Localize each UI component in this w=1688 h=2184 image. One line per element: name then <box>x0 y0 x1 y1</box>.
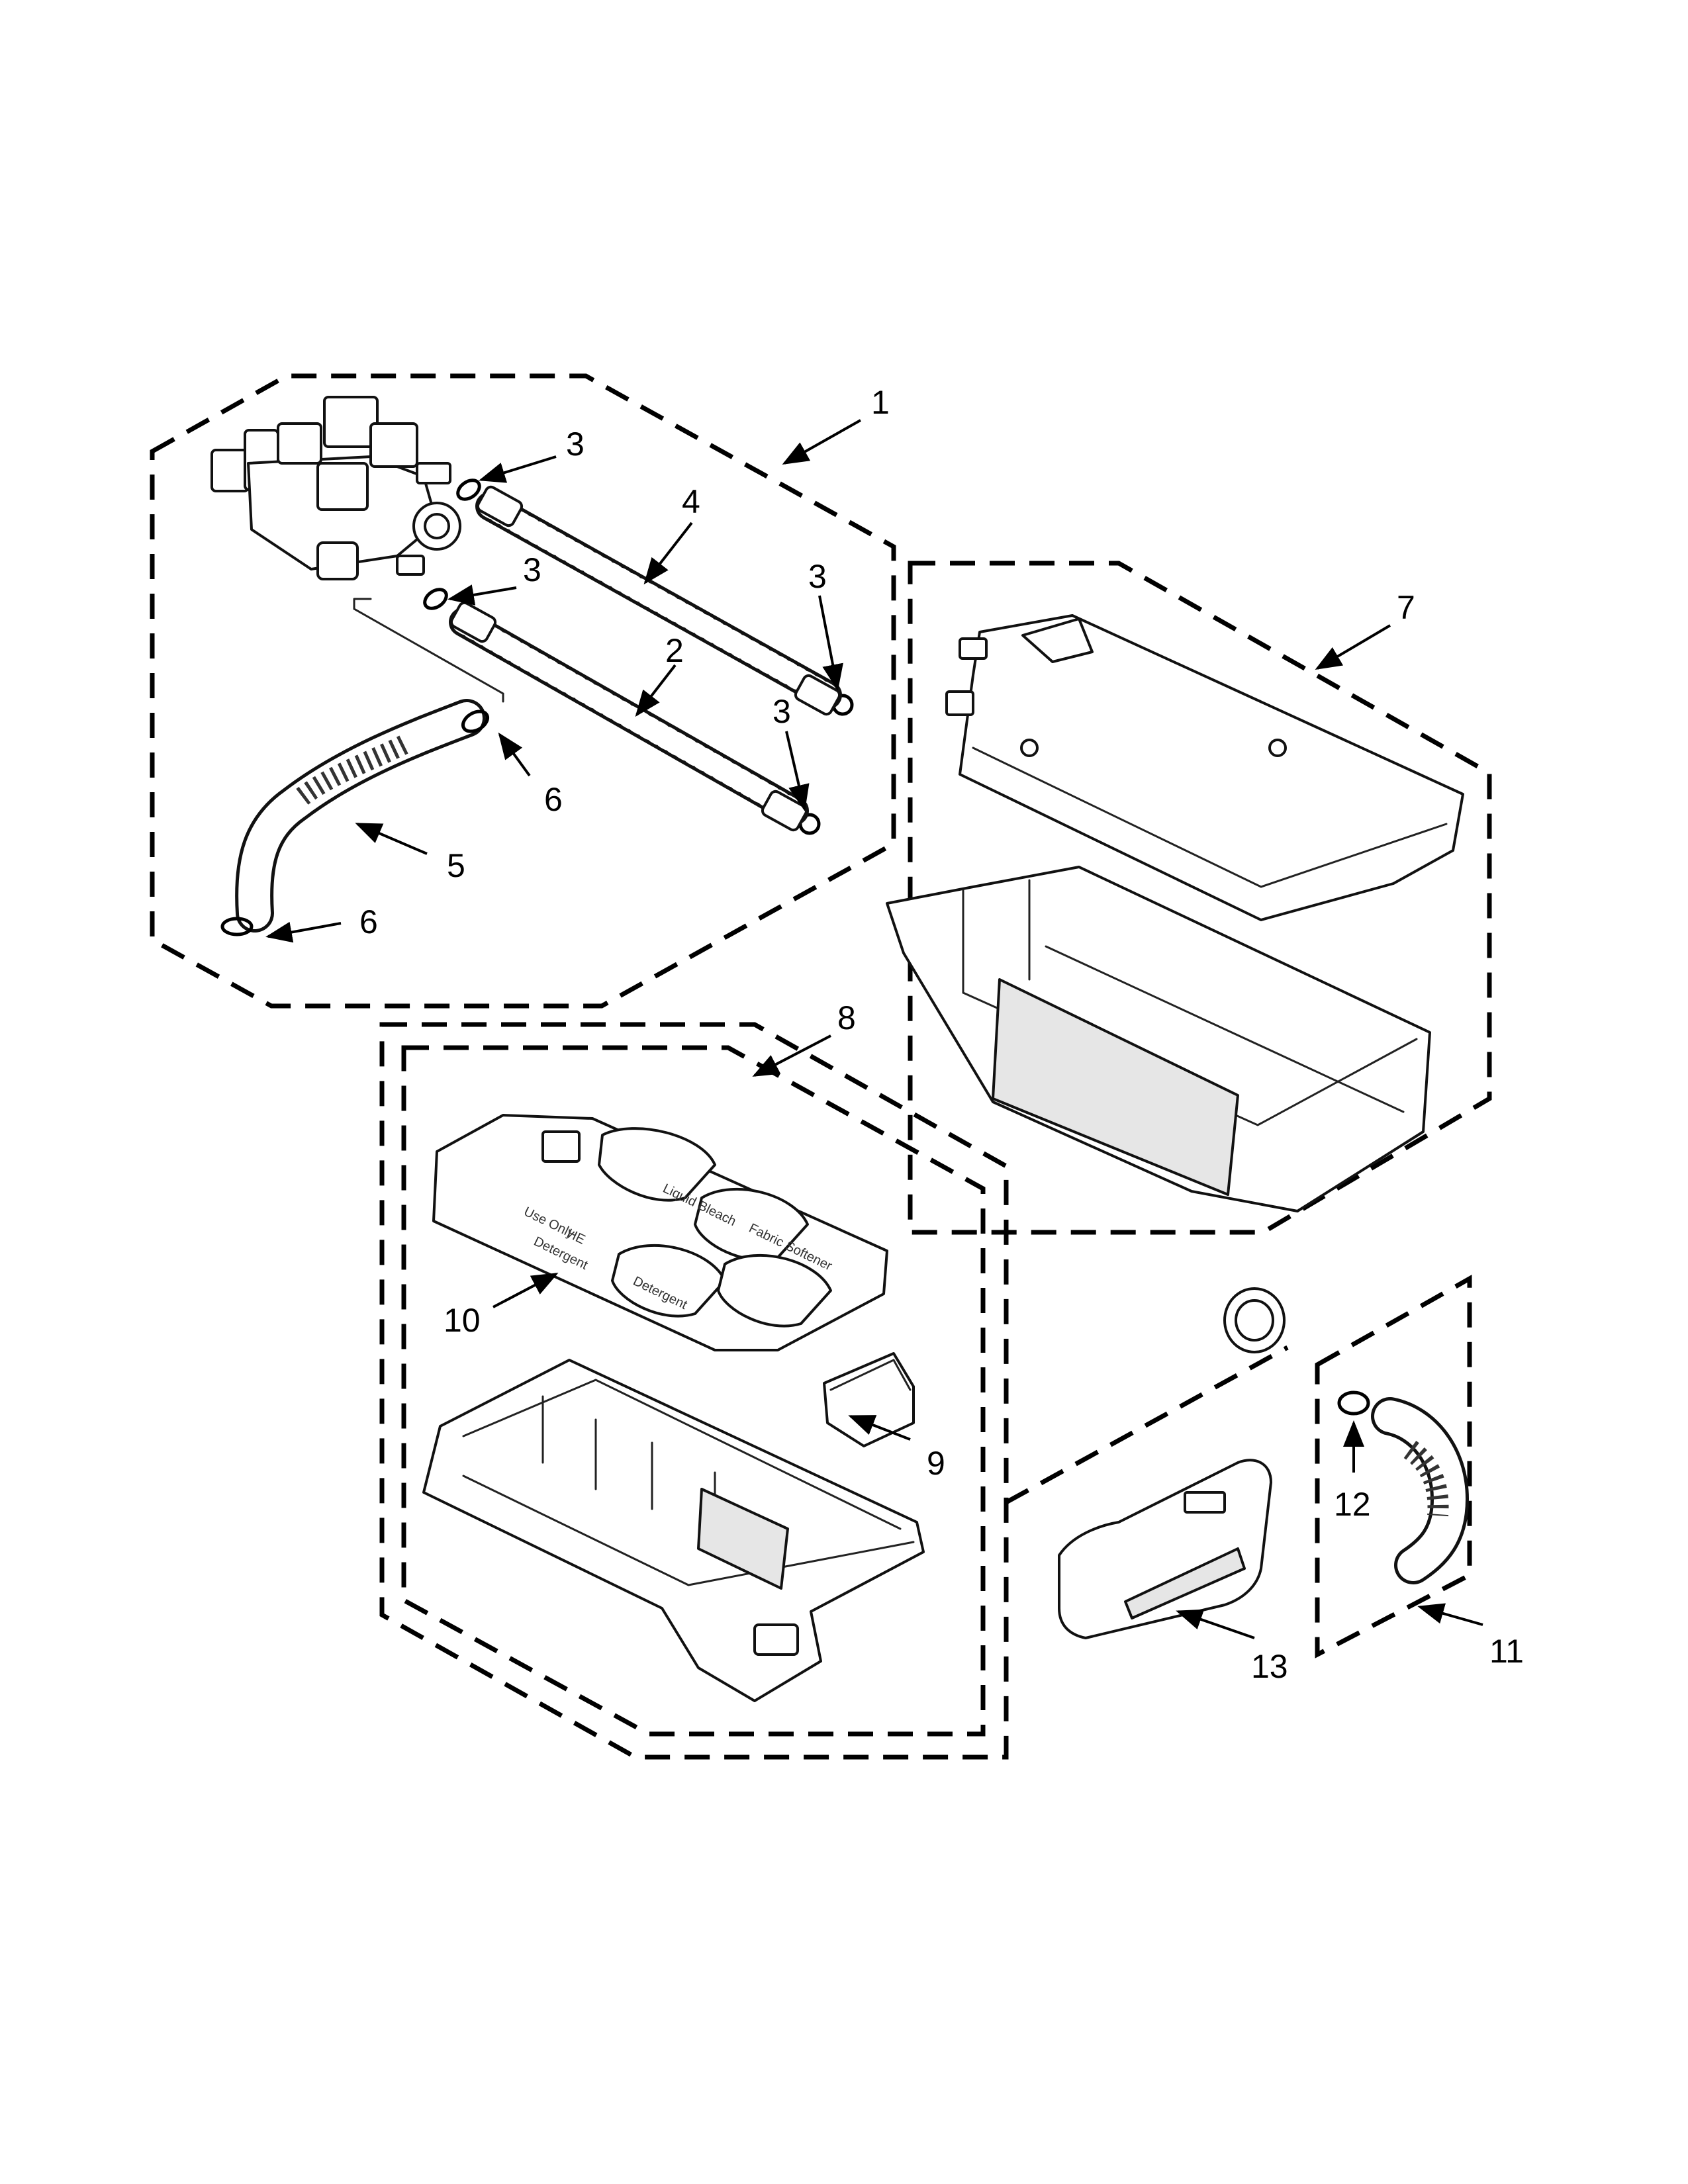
hose-part-4 <box>475 485 842 716</box>
hose-clamp-part-12 <box>1337 1390 1370 1416</box>
callout-3-upper-right: 3 <box>808 558 827 595</box>
assembly-outline-8-outer <box>379 1022 1009 1760</box>
dispenser-housing-part-7 <box>886 614 1464 1353</box>
drawer-handle-part-13 <box>1058 1459 1272 1639</box>
assembly-outline-13 <box>1005 1345 1289 1505</box>
assembly-outline-1 <box>150 373 896 1009</box>
callout-12: 12 <box>1334 1486 1371 1523</box>
callout-10: 10 <box>444 1302 481 1339</box>
callout-9: 9 <box>927 1445 945 1482</box>
hose-clamp-3b <box>423 588 448 610</box>
callout-2: 2 <box>665 632 684 669</box>
siphon-part-9 <box>823 1352 915 1447</box>
hose-part-11 <box>1371 1397 1470 1584</box>
drain-hose-part-5 <box>235 699 486 933</box>
callout-5: 5 <box>447 847 465 884</box>
callout-6-upper: 6 <box>544 781 563 818</box>
callout-6-lower: 6 <box>359 903 378 940</box>
callout-7: 7 <box>1397 589 1415 626</box>
callout-3-middle-left: 3 <box>523 551 541 588</box>
assembly-outline-7 <box>908 561 1492 1235</box>
callouts: 1 2 3 3 3 3 4 5 6 6 7 8 9 10 11 12 13 <box>359 384 1524 1685</box>
leader-lines <box>265 419 1483 1639</box>
hose-part-2 <box>449 601 809 832</box>
assembly-outline-11 <box>1315 1275 1472 1659</box>
dispenser-cover-part-10: Use Only HE Detergent Liquid Bleach Fabr… <box>432 1114 888 1351</box>
assembly-outline-8-inner <box>401 1045 986 1737</box>
hose-clamp-6b <box>220 917 254 936</box>
hose-clamp-6a <box>461 709 489 733</box>
callout-3-upper-left: 3 <box>566 426 585 463</box>
callout-4: 4 <box>682 483 700 520</box>
callout-3-lower-right: 3 <box>773 693 791 730</box>
inlet-valve-part <box>211 396 504 703</box>
hose-clamp-3a <box>456 478 481 501</box>
callout-1: 1 <box>871 384 890 421</box>
callout-11: 11 <box>1489 1633 1524 1670</box>
callout-13: 13 <box>1251 1648 1288 1685</box>
callout-8: 8 <box>837 999 856 1036</box>
dispenser-drawer-part-8 <box>422 1359 925 1702</box>
